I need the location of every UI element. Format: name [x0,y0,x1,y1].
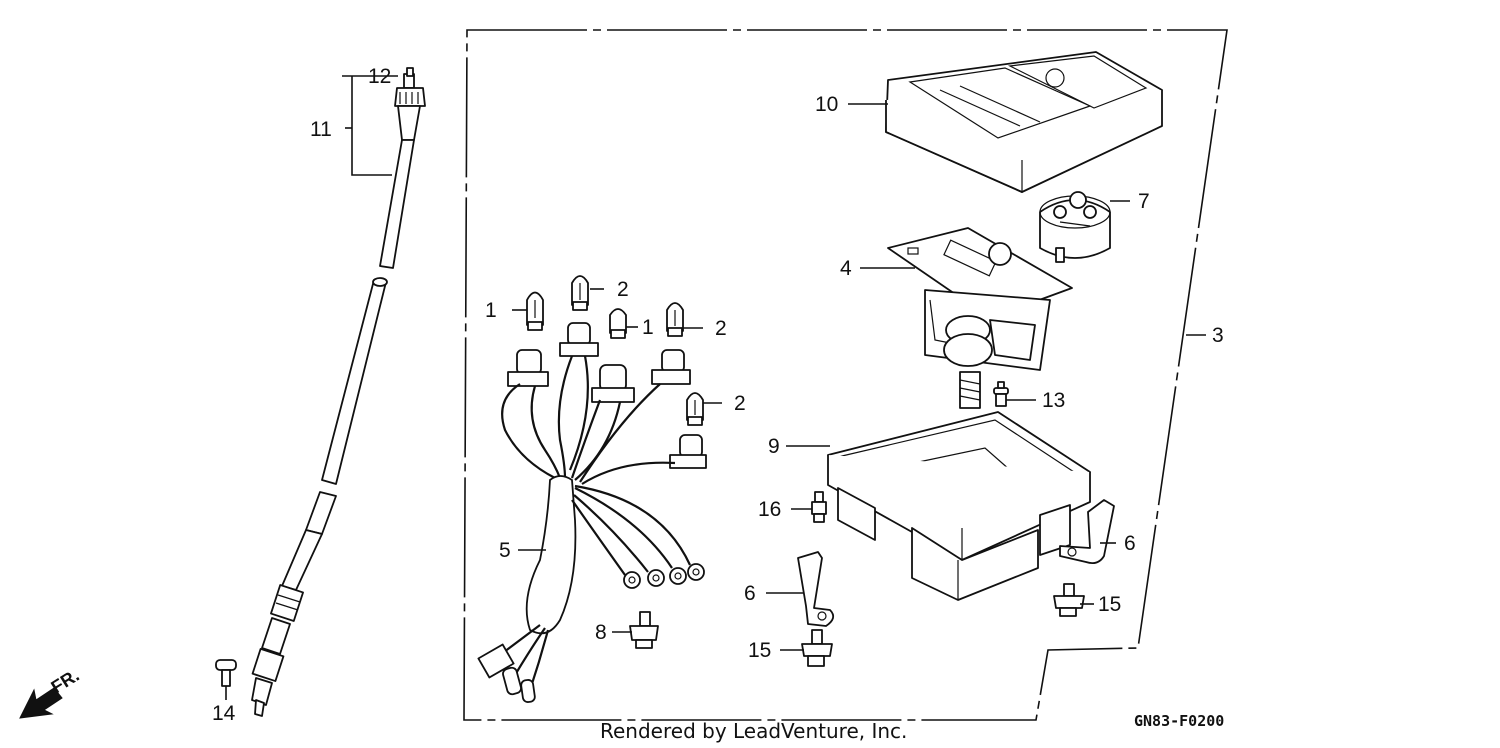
bracket-6-right [1059,499,1115,565]
callout-11: 11 [310,118,332,141]
callout-15a: 15 [1098,593,1121,616]
callout-3: 3 [1212,324,1224,347]
callout-13: 13 [1042,389,1065,412]
render-credit: Rendered by LeadVenture, Inc. [600,719,907,743]
screw-15-lower [801,629,833,667]
callout-6b: 6 [744,582,756,605]
wire-harness [477,355,705,703]
callout-2a: 2 [617,278,629,301]
speedometer-cable [215,67,426,717]
callout-1b: 1 [642,316,654,339]
meter-cover-10 [885,51,1163,193]
bulb-1a [526,291,544,331]
callout-16: 16 [758,498,781,521]
bulb-1b [609,308,627,339]
bracket-6-lower [797,551,835,627]
figure-code: GN83-F0200 [1134,712,1224,730]
screw-15-right [1053,583,1085,617]
callout-6a: 6 [1124,532,1136,555]
callout-14: 14 [212,702,236,725]
meter-gear-7 [1039,191,1111,263]
callout-12: 12 [368,65,391,88]
bulb-2a [571,275,589,311]
front-direction-arrow-icon: FR. [19,665,83,719]
assembly-boundary [463,29,1228,721]
callout-2c: 2 [734,392,746,415]
callout-8: 8 [595,621,607,644]
callout-4: 4 [840,257,852,280]
meter-case-9 [827,411,1091,601]
callout-1a: 1 [485,299,497,322]
bulb-2b [666,302,684,337]
bulb-2c [686,392,704,426]
callout-15b: 15 [748,639,771,662]
callout-2b: 2 [715,317,727,340]
screw-8 [629,611,659,649]
screw-13 [993,381,1009,407]
callout-5: 5 [499,539,511,562]
callout-9: 9 [768,435,780,458]
callout-10: 10 [815,93,838,116]
callout-7: 7 [1138,190,1150,213]
socket-group [507,322,707,469]
meter-mechanism-4 [887,227,1073,409]
screw-16 [811,491,827,523]
